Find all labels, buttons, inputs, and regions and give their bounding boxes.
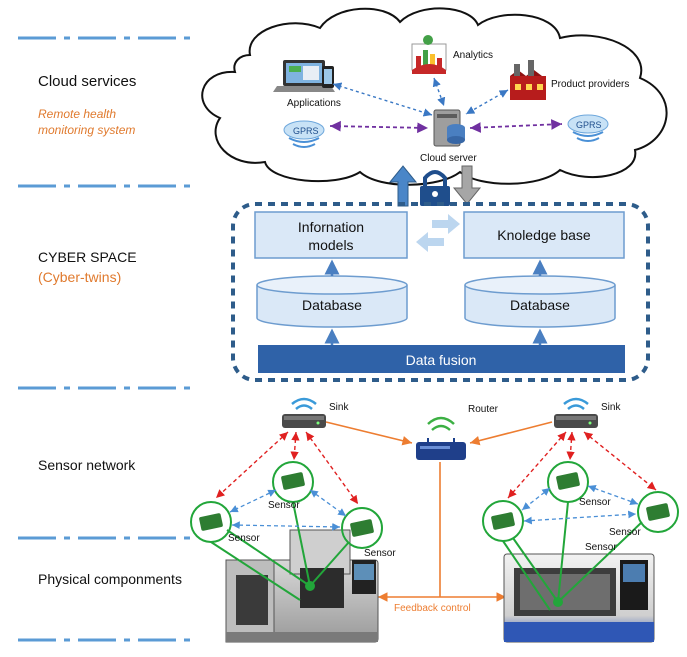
cloud-server-icon xyxy=(433,109,465,147)
cyber-space-container xyxy=(231,202,650,382)
layer-label-cloud: Cloud services xyxy=(38,73,136,90)
cloud-server-label: Cloud server xyxy=(420,153,477,164)
data-fusion-bar xyxy=(258,345,625,373)
database-left-label: Database xyxy=(302,297,362,313)
exchange-arrow-right xyxy=(432,214,460,234)
orange-links xyxy=(325,421,553,602)
analytics-icon xyxy=(411,35,447,74)
layer-label-remote-2: monitoring system xyxy=(38,123,135,137)
upload-arrow xyxy=(388,165,418,207)
database-right-cylinder xyxy=(464,275,616,328)
gprs-right-icon xyxy=(567,114,609,142)
information-models-label-2: models xyxy=(308,237,353,253)
sensor-label-right-right: Sensor xyxy=(609,527,641,538)
sensor-label-left-bottom: Sensor xyxy=(228,533,260,544)
router-icon xyxy=(416,416,466,460)
information-models-label-1: Infornation xyxy=(298,219,364,235)
sensor-label-left-top: Sensor xyxy=(268,500,300,511)
applications-label: Applications xyxy=(287,98,341,109)
sink-right-icon xyxy=(554,397,598,428)
sink-right-label: Sink xyxy=(601,402,621,413)
cnc-lathe-right xyxy=(503,553,655,643)
link-analytics-server xyxy=(432,77,446,107)
link-provider-server xyxy=(465,89,509,115)
database-right-label: Database xyxy=(510,297,570,313)
layer-label-remote-1: Remote health xyxy=(38,107,116,121)
layer-label-sensor-network: Sensor network xyxy=(38,457,136,473)
product-providers-label: Product providers xyxy=(551,79,629,90)
knowledge-base-box xyxy=(463,211,625,259)
stack-arrows xyxy=(324,259,548,345)
link-server-gprs-right xyxy=(469,119,563,133)
layer-label-cyber: CYBER SPACE xyxy=(38,249,137,265)
exchange-arrow-left xyxy=(416,232,444,252)
database-left-cylinder xyxy=(256,275,408,328)
laptop-icon xyxy=(273,60,335,92)
sensor-label-left-right: Sensor xyxy=(364,548,396,559)
factory-icon xyxy=(510,60,546,100)
sink-left-label: Sink xyxy=(329,402,349,413)
gprs-left-icon xyxy=(283,120,325,148)
link-apps-server xyxy=(332,82,433,117)
data-fusion-label: Data fusion xyxy=(406,352,477,368)
feedback-control-label: Feedback control xyxy=(394,603,471,614)
cloud-connections xyxy=(329,77,563,134)
layer-label-physical: Physical componments xyxy=(38,571,182,587)
gprs-left-label: GPRS xyxy=(293,126,319,136)
gprs-right-label: GPRS xyxy=(576,120,602,130)
sensor-label-right-bottom: Sensor xyxy=(585,542,617,553)
blue-sensor-links xyxy=(229,484,639,531)
lock-icon xyxy=(420,170,450,206)
sink-left-icon xyxy=(282,397,326,428)
router-label: Router xyxy=(468,404,499,415)
sensor-label-right-top: Sensor xyxy=(579,497,611,508)
knowledge-base-label: Knoledge base xyxy=(497,227,591,243)
analytics-label: Analytics xyxy=(453,50,493,61)
red-sink-sensor-links xyxy=(215,431,657,505)
link-gprs-left-server xyxy=(329,120,429,134)
information-models-box xyxy=(254,211,408,259)
layer-separators xyxy=(18,36,190,642)
layer-label-cyber-twins: (Cyber-twins) xyxy=(38,269,121,285)
download-arrow xyxy=(452,165,482,205)
